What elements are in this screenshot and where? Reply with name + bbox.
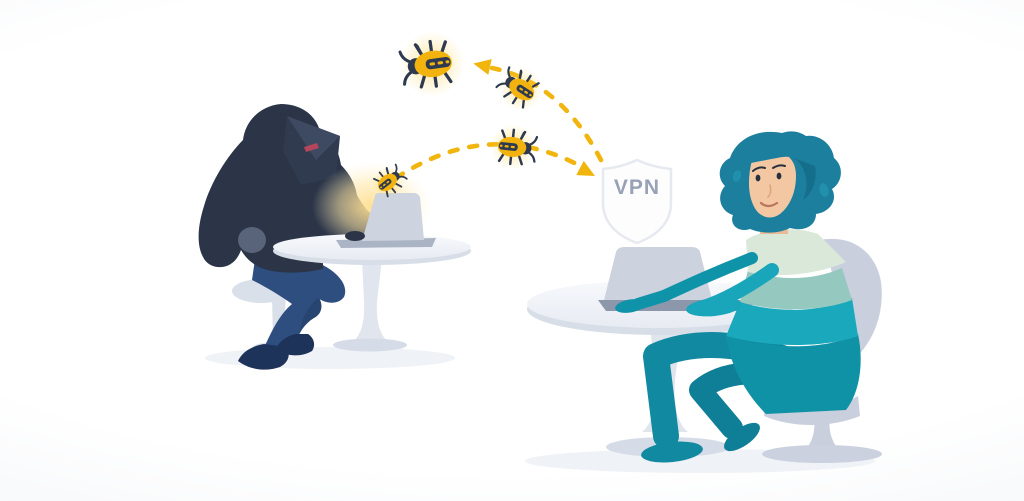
user-arm-far [632,252,758,310]
hacker-laptop-base [336,238,436,248]
hacker-face [283,116,340,185]
attack-arrowhead [576,160,599,184]
hacker-laptop [336,193,436,248]
hacker-laptop-lid [362,193,424,241]
user-eye-right [776,172,782,180]
malware-bug-icon-launch [370,160,410,200]
hacker-fist [238,227,266,253]
user-nose [767,184,772,198]
user-head [719,131,841,233]
malware-attack [370,31,604,200]
user-eyebrow-right [772,164,786,169]
user-shirt-band4 [726,334,861,414]
user-hair-lock [794,158,816,200]
user-shirt-band3 [726,298,858,345]
user-eye-left [755,174,761,182]
hacker-face-highlight [287,116,340,160]
user-eyebrow-left [752,166,766,172]
user-arms [615,252,779,317]
user-foot-front [641,441,703,463]
malware-bug-icon-deflected [492,62,544,112]
user-foot-back [724,422,760,452]
user-scene [527,131,882,463]
user-hair-fringe [744,137,813,166]
sweat-drop-left [732,170,742,182]
malware-bug-icon-escaped [397,31,465,97]
sweat-drop-right [819,183,829,197]
deflected-arrowhead [471,55,492,75]
vpn-label: VPN [614,176,660,199]
deflected-path-arrow [489,65,604,163]
user-hand-far [615,299,645,313]
user-smile [759,201,779,208]
hacker-hand [345,231,365,241]
hacker-legs [238,250,346,370]
attack-path-arrow [393,141,587,181]
hacker-leg-front [252,250,346,354]
user-hand-near [686,297,742,317]
hacker-eye-glint [304,143,319,152]
user-figure [615,131,861,463]
malware-bug-icon-attack [490,124,539,170]
hacker-shoe-front [238,344,289,370]
hacker-scene [198,104,471,370]
vpn-shield-icon: VPN [601,158,673,245]
